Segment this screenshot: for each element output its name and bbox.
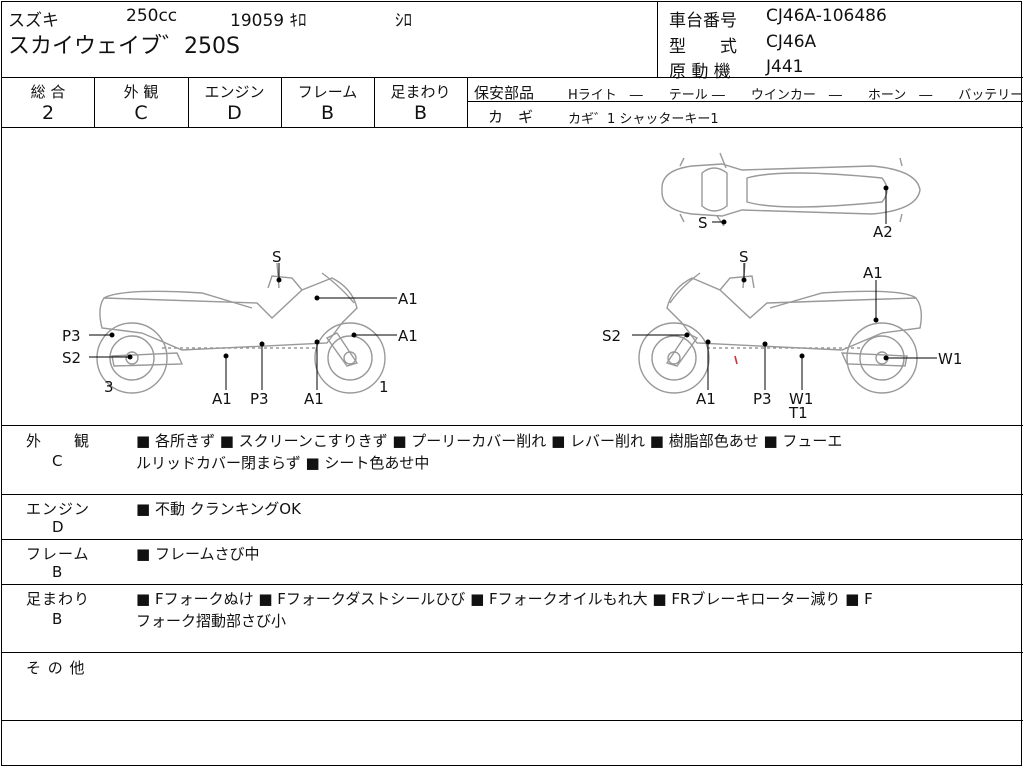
marker: A1	[863, 264, 883, 282]
note-grade-engine: D	[52, 518, 64, 536]
color: ｼﾛ	[395, 11, 412, 31]
engine-label: 原 動 機	[669, 62, 731, 82]
damage-diagram: S A1 A1 P3 S2 A1 P3 A1 3 1 S A2 S A1 S2 …	[62, 152, 962, 422]
marker: W1	[789, 390, 813, 408]
note-grade-exterior: C	[52, 452, 63, 470]
note-label-frame: フレーム	[26, 545, 90, 563]
grade-label-exterior: 外 観	[123, 83, 159, 101]
note-text-engine-1: ■ 不動 クランキングOK	[136, 500, 301, 518]
safety-label: 保安部品	[474, 84, 535, 102]
leader-lines	[89, 185, 937, 390]
maker: スズキ	[8, 11, 59, 31]
marker: P3	[250, 390, 269, 408]
grade-value-suspension: B	[413, 102, 428, 124]
marker: 1	[379, 378, 389, 396]
grade-value-overall: 2	[41, 102, 55, 124]
note-label-suspension: 足まわり	[26, 590, 91, 608]
marker: P3	[753, 390, 772, 408]
marker: P3	[62, 327, 81, 345]
rule	[2, 652, 1023, 653]
model-name: スカイウェイブ゛250S	[8, 34, 240, 59]
key-value: カギ゛1 シャッターキー1	[568, 112, 719, 127]
note-text-exterior-1: ■ 各所きず ■ スクリーンこすりきず ■ プーリーカバー削れ ■ レバー削れ …	[136, 432, 843, 450]
marker: A1	[212, 390, 232, 408]
rule	[281, 77, 282, 127]
safety-items: Hライト ― テール ― ウインカー ― ホーン ― バッテリー ×	[568, 88, 1024, 103]
note-text-suspension-1: ■ Fフォークぬけ ■ Fフォークダストシールひび ■ Fフォークオイルもれ大 …	[136, 590, 873, 608]
marker: S	[272, 248, 282, 266]
note-grade-suspension: B	[52, 610, 63, 628]
note-text-frame-1: ■ フレームさび中	[136, 545, 260, 563]
rule	[94, 77, 95, 127]
marker: S	[698, 214, 708, 232]
rule	[2, 77, 1023, 78]
marker: A2	[873, 223, 893, 241]
grade-value-exterior: C	[134, 102, 148, 124]
marker: S2	[602, 327, 621, 345]
note-label-engine: エンジン	[26, 500, 91, 518]
note-text-suspension-2: フォーク摺動部さび小	[136, 612, 287, 630]
engine-value: J441	[766, 57, 804, 77]
rule	[467, 77, 468, 127]
note-grade-frame: B	[52, 563, 63, 581]
marker: T1	[788, 404, 808, 422]
note-label-other: そ の 他	[26, 659, 86, 677]
frame-label: 車台番号	[669, 11, 737, 31]
marker: S2	[62, 349, 81, 367]
damage-mark	[734, 355, 738, 365]
marker: 3	[104, 378, 114, 396]
rule	[2, 127, 1023, 128]
grade-value-engine: D	[227, 102, 242, 124]
type-value: CJ46A	[766, 32, 817, 52]
note-label-exterior: 外 観	[26, 432, 91, 450]
header-divider	[657, 2, 658, 77]
scooter-right-view	[638, 262, 923, 394]
frame-no: CJ46A-106486	[766, 6, 887, 26]
scooter-left-view	[96, 262, 386, 394]
rule	[374, 77, 375, 127]
scooter-top-view	[661, 152, 921, 227]
rule	[2, 539, 1023, 540]
grade-label-engine: エンジン	[204, 83, 265, 101]
rule	[2, 494, 1023, 495]
grade-value-frame: B	[320, 102, 335, 124]
marker: A1	[304, 390, 324, 408]
rule	[188, 77, 189, 127]
type-label: 型 式	[669, 37, 737, 57]
grade-label-frame: フレーム	[297, 83, 358, 101]
grade-label-overall: 総 合	[30, 83, 66, 101]
marker: A1	[398, 327, 418, 345]
marker: A1	[398, 290, 418, 308]
marker: S	[739, 248, 749, 266]
key-label: カ ギ	[488, 108, 534, 126]
rule	[467, 101, 1023, 102]
marker-labels: S A1 A1 P3 S2 A1 P3 A1 3 1 S A2 S A1 S2 …	[62, 214, 962, 422]
rule	[2, 720, 1023, 721]
note-text-exterior-2: ルリッドカバー閉まらず ■ シート色あせ中	[136, 454, 430, 472]
marker: A1	[696, 390, 716, 408]
displacement: 250cc	[126, 6, 178, 26]
grade-label-suspension: 足まわり	[390, 83, 451, 101]
mileage: 19059 ｷﾛ	[230, 11, 307, 31]
marker: W1	[938, 350, 962, 368]
rule	[2, 425, 1023, 426]
rule	[2, 584, 1023, 585]
